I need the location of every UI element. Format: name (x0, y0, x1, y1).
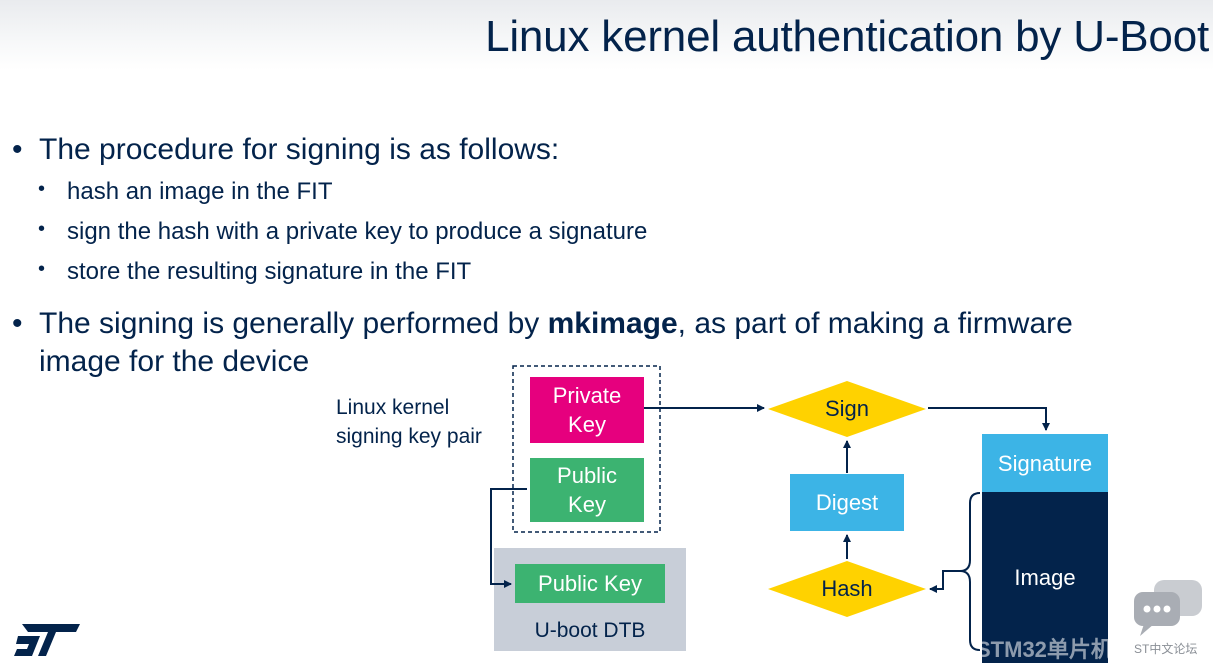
key-pair-caption: Linux kernel signing key pair (336, 396, 482, 448)
arrow-image-to-hash (929, 570, 960, 593)
bullet-text: sign the hash with a private key to prod… (67, 218, 648, 245)
st-logo-icon (14, 624, 80, 656)
bullet-dot: • (38, 258, 46, 280)
uboot-dtb-label-wrap: U-boot DTB (494, 614, 686, 646)
dtb-public-key-box: Public Key (515, 564, 665, 603)
signature-label: Signature (997, 450, 1093, 476)
mkimage-keyword: mkimage (547, 307, 678, 340)
signature-box: Signature (982, 434, 1108, 492)
bullet-text: store the resulting signature in the FIT (67, 258, 472, 285)
image-label: Image (1014, 565, 1076, 590)
sign-diamond (768, 381, 926, 437)
slide-title: Linux kernel authentication by U-Boot (485, 12, 1209, 61)
forum-label: ST中文论坛 (1134, 642, 1198, 656)
image-brace (959, 492, 981, 651)
hash-label: Hash (821, 576, 873, 601)
bullet-text: hash an image in the FIT (67, 178, 333, 205)
watermark-text: STM32单片机 (976, 637, 1113, 662)
bullet-text: The signing is generally performed by mk… (39, 307, 1073, 341)
sign-label: Sign (824, 396, 870, 421)
public-key-box: Public Key (530, 458, 644, 522)
bullet-text: The procedure for signing is as follows: (39, 133, 560, 166)
private-key-box: Private Key (530, 377, 644, 443)
bullet-text: image for the device (39, 345, 310, 378)
image-box: Image (982, 492, 1108, 663)
bullet-text-part: The signing is generally performed by (39, 307, 548, 340)
bullet-dot: • (12, 307, 23, 340)
title-band (0, 0, 1213, 70)
arrow-public-to-dtb (490, 488, 527, 588)
private-key-label: Private Key (552, 383, 622, 437)
arrow-sign-to-signature (928, 407, 1050, 431)
dtb-public-key-label: Public Key (538, 571, 642, 596)
digest-box: Digest (790, 474, 904, 531)
key-pair-frame (512, 365, 661, 533)
hash-diamond (768, 561, 926, 617)
digest-label: Digest (815, 490, 879, 515)
bullet-text-part: , as part of making a firmware (677, 307, 1073, 340)
chat-bubble-icon (1134, 580, 1202, 636)
public-key-label: Public Key (557, 463, 617, 517)
bullet-dot: • (38, 178, 46, 200)
bullet-dot: • (38, 218, 46, 240)
bullet-dot: • (12, 133, 23, 166)
forum-badge: ST中文论坛 (1130, 578, 1208, 658)
uboot-dtb-label: U-boot DTB (534, 618, 646, 642)
